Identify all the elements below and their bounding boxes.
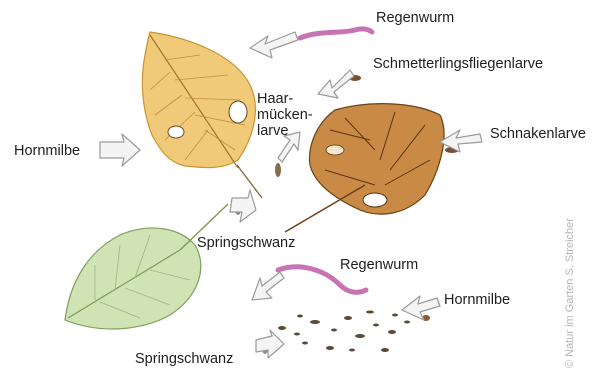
arrow-regenwurm-bottom bbox=[252, 272, 284, 300]
yellow-leaf bbox=[142, 32, 262, 198]
label-haarmueckenlarve-line2: mücken- bbox=[257, 107, 313, 123]
green-leaf bbox=[65, 204, 228, 329]
soil-particles bbox=[278, 311, 410, 353]
label-hornmilbe-left: Hornmilbe bbox=[14, 144, 80, 159]
arrow-schmetterlingsfliegenlarve bbox=[318, 70, 354, 98]
arrow-hornmilbe-left bbox=[100, 134, 140, 166]
arrow-regenwurm-top bbox=[250, 32, 298, 58]
midge-larva bbox=[275, 163, 281, 177]
earthworm-top bbox=[300, 29, 372, 38]
arrow-hornmilbe-right bbox=[402, 296, 440, 320]
label-haarmueckenlarve-line3: larve bbox=[257, 123, 313, 139]
arrow-springschwanz-bottom bbox=[256, 330, 284, 358]
label-regenwurm-bottom: Regenwurm bbox=[340, 258, 418, 273]
image-credit: © Natur im Garten S. Streicher bbox=[564, 218, 576, 368]
label-haarmueckenlarve-line1: Haar- bbox=[257, 91, 313, 107]
label-haarmueckenlarve: Haar- mücken- larve bbox=[257, 91, 313, 139]
label-regenwurm-top: Regenwurm bbox=[376, 11, 454, 26]
label-hornmilbe-right: Hornmilbe bbox=[444, 293, 510, 308]
label-schnakenlarve: Schnakenlarve bbox=[490, 127, 586, 142]
label-springschwanz-bottom: Springschwanz bbox=[135, 352, 233, 367]
arrow-springschwanz-middle bbox=[230, 190, 256, 222]
label-schmetterlingsfliegenlarve: Schmetterlingsfliegenlarve bbox=[373, 57, 543, 72]
label-springschwanz-middle: Springschwanz bbox=[197, 236, 295, 251]
